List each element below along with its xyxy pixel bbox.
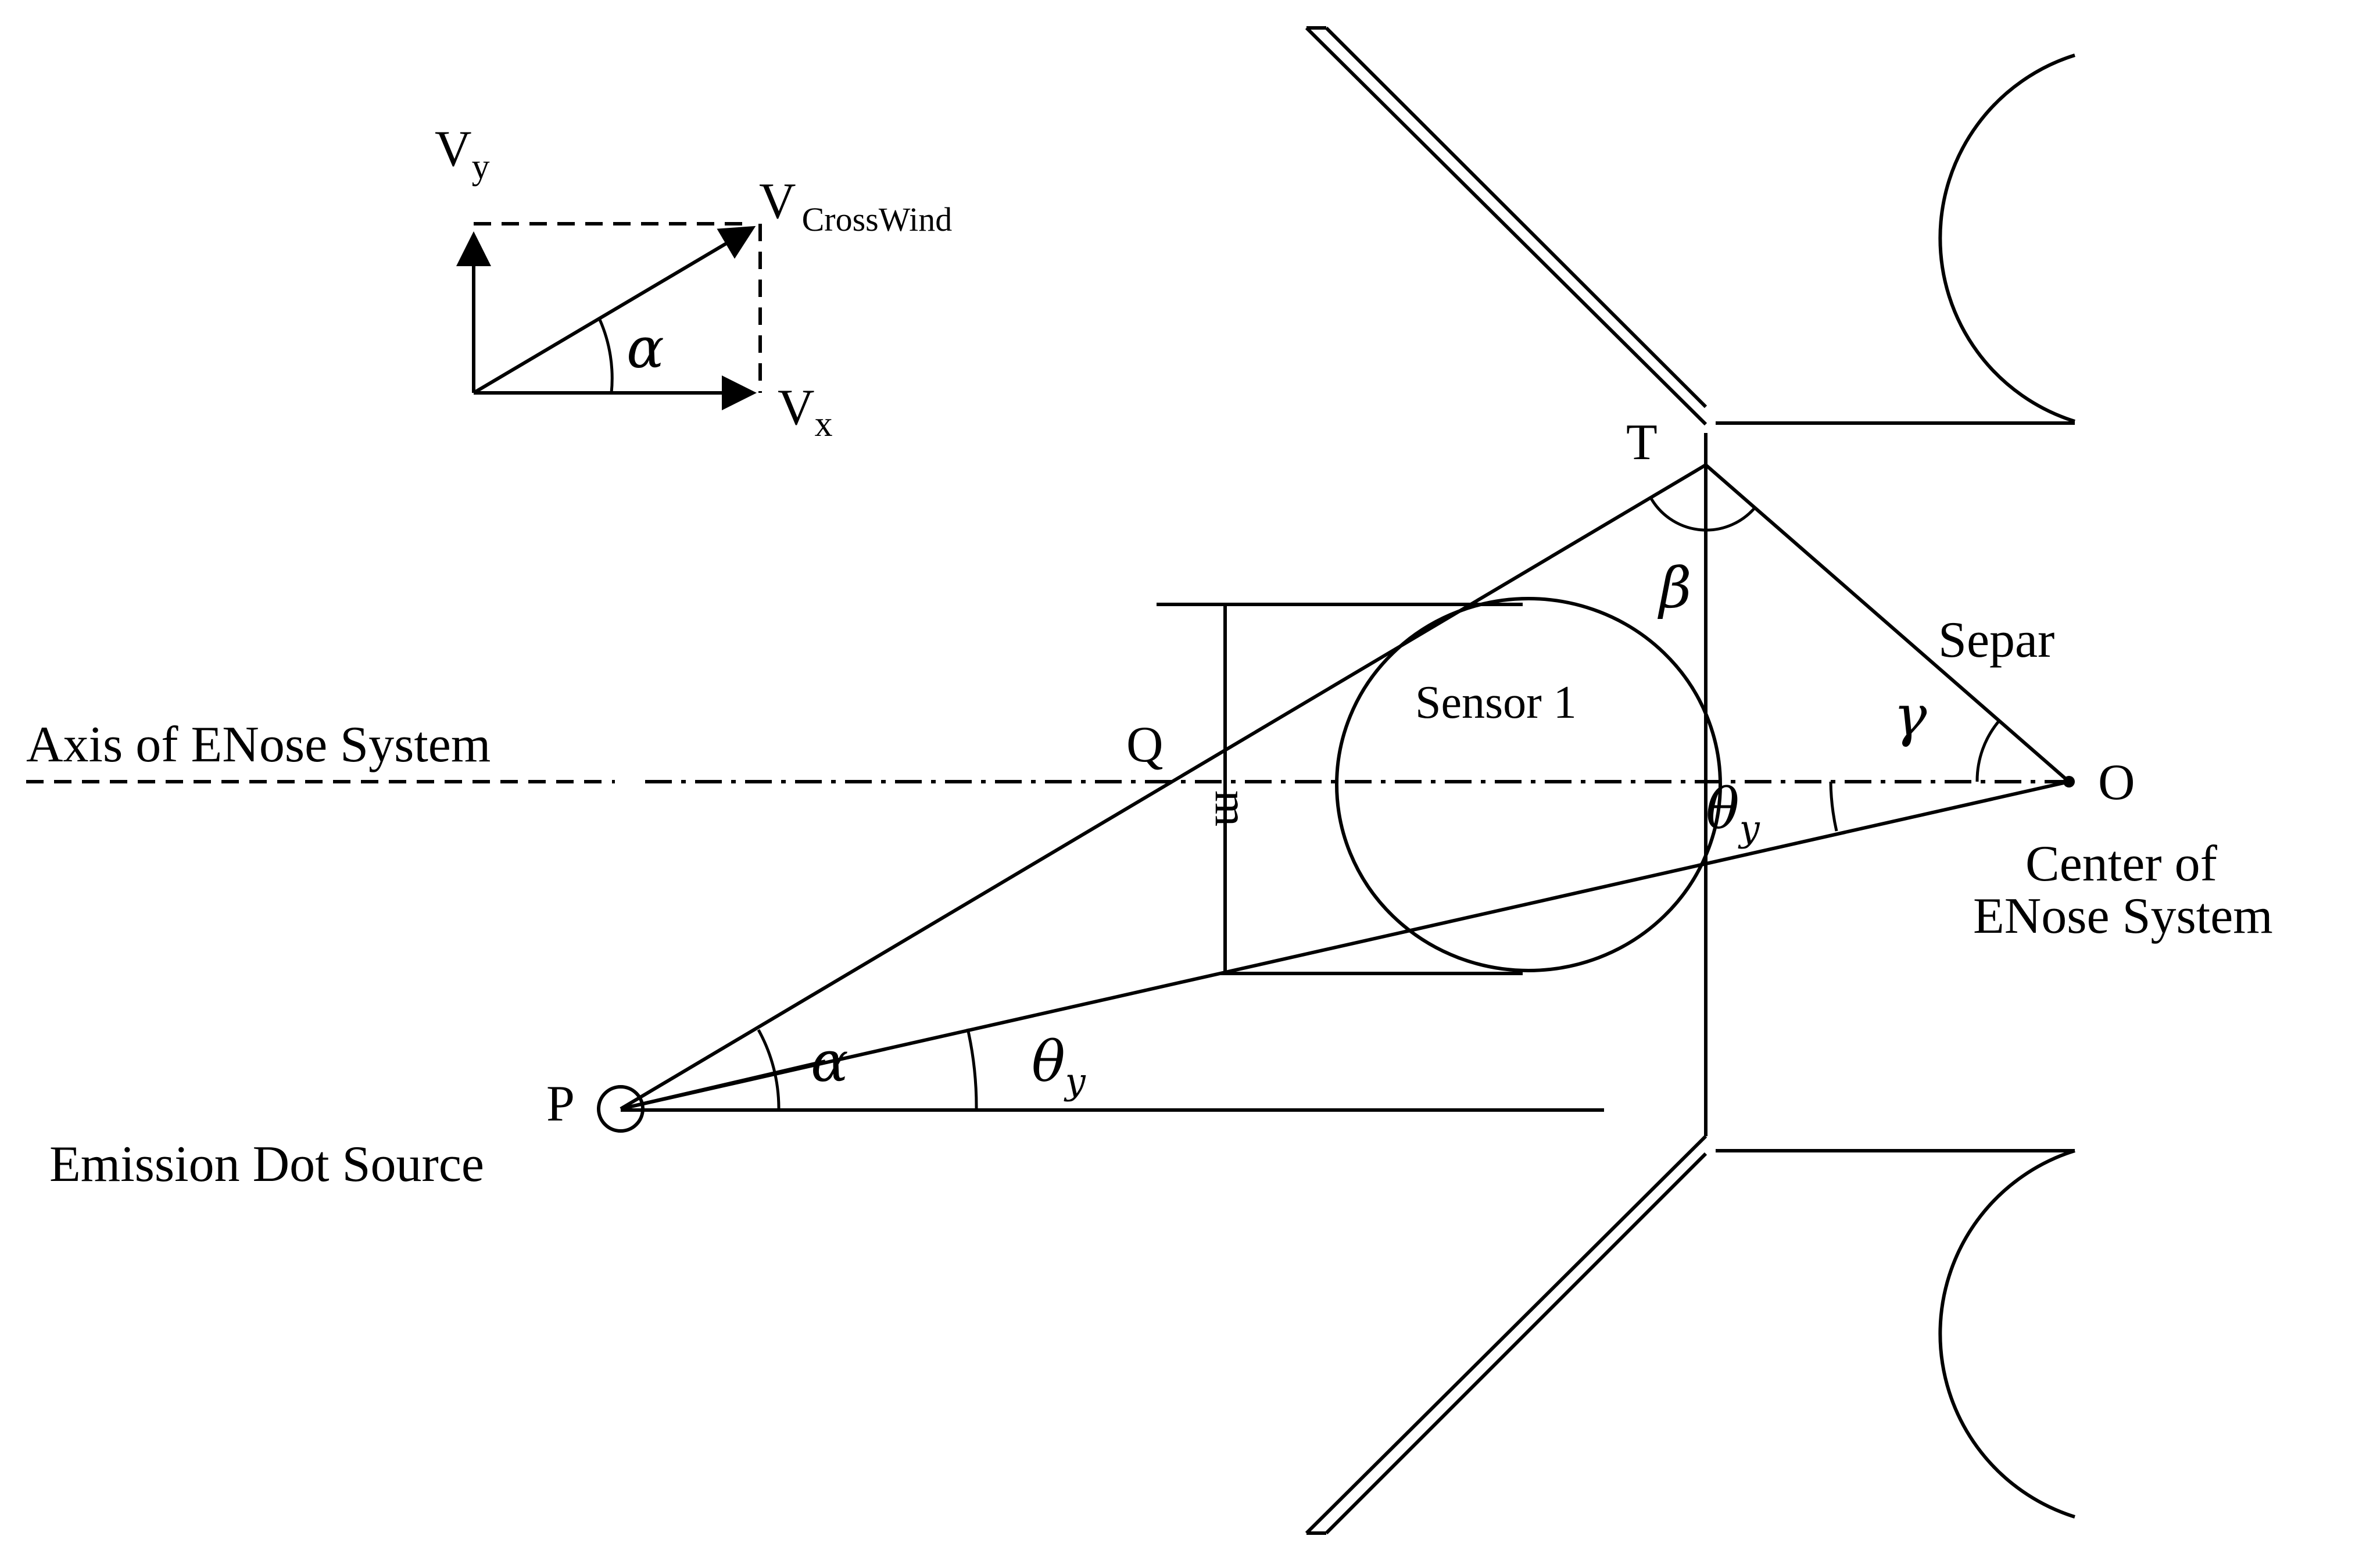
emission-dot-source bbox=[597, 1085, 645, 1133]
ray-T-O bbox=[1705, 463, 2070, 783]
gamma-arc bbox=[1975, 719, 2000, 782]
point-O bbox=[2063, 776, 2075, 787]
emission-label: Emission Dot Source bbox=[49, 1136, 484, 1193]
point-P-label: P bbox=[546, 1076, 575, 1132]
alpha-arc-P bbox=[757, 1029, 781, 1109]
crosswind-arrow bbox=[472, 225, 756, 395]
geometry-rays bbox=[597, 463, 2075, 1133]
theta-o-label: θy bbox=[1706, 776, 1760, 850]
point-labels: T β Separ γ O Center of ENose System Q θ… bbox=[49, 414, 2273, 1193]
sensor-1-label: Sensor 1 bbox=[1415, 677, 1577, 728]
center-label-line1: Center of bbox=[2025, 836, 2218, 892]
center-label-line2: ENose System bbox=[1973, 888, 2273, 944]
vx-label: Vx bbox=[778, 380, 833, 444]
vy-label: Vy bbox=[435, 121, 490, 187]
dimension-label: m bbox=[1205, 790, 1257, 826]
separator-label: Separ bbox=[1938, 612, 2054, 668]
alpha-P-label: α bbox=[811, 1029, 849, 1094]
sensor-1-circle bbox=[1335, 597, 1722, 972]
alpha-inset-label: α bbox=[627, 316, 664, 381]
point-O-label: O bbox=[2098, 754, 2135, 811]
point-Q-label: Q bbox=[1126, 717, 1164, 773]
theta-o-arc bbox=[1829, 781, 1838, 832]
separator-lower-inner bbox=[1325, 1152, 1707, 1535]
theta-p-arc bbox=[966, 1028, 978, 1109]
theta-p-label: θy bbox=[1032, 1029, 1086, 1102]
beta-label: β bbox=[1658, 556, 1692, 621]
alpha-arc-inset bbox=[598, 318, 614, 393]
separator-structure bbox=[1305, 26, 2075, 1535]
ray-P-O bbox=[620, 780, 2070, 1111]
beta-arc bbox=[1649, 496, 1756, 532]
gamma-label: γ bbox=[1893, 683, 1927, 749]
ray-P-to-alpha bbox=[620, 1059, 826, 1111]
separator-lower-outer bbox=[1305, 1134, 1707, 1535]
separator-upper-outer bbox=[1305, 26, 1707, 426]
separator-upper-inner bbox=[1325, 26, 1707, 409]
ray-P-T bbox=[620, 463, 1707, 1111]
lower-right-semicircle bbox=[1938, 1149, 2075, 1519]
axis-of-enose: Axis of ENose System bbox=[26, 717, 2069, 783]
upper-right-semicircle bbox=[1938, 53, 2075, 423]
axis-label: Axis of ENose System bbox=[26, 717, 491, 773]
point-T-label: T bbox=[1626, 414, 1658, 471]
sensor-region: Sensor 1 m bbox=[1157, 597, 1722, 975]
